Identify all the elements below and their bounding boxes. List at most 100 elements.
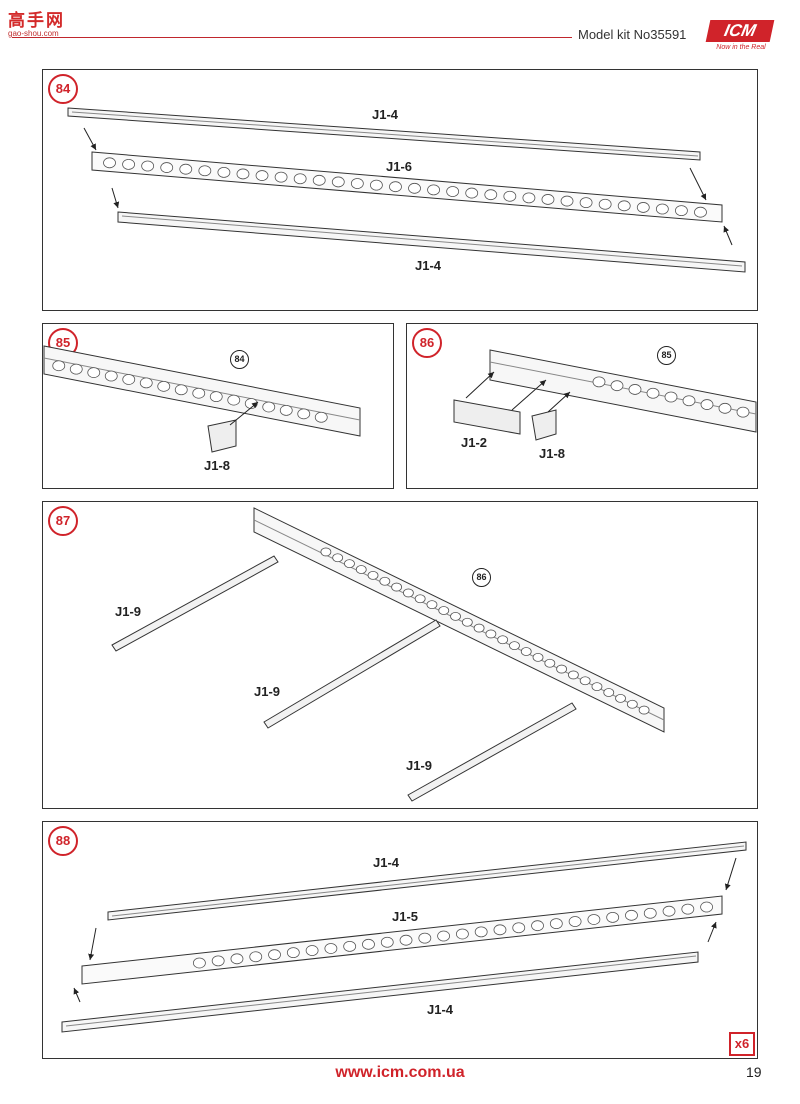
beam-hole [141,160,155,172]
beam-hole [362,938,375,950]
beam-hole [461,617,473,627]
beam-hole [367,570,379,580]
beam-hole [255,170,269,181]
beam-hole [104,370,118,382]
quantity-multiplier-badge: x6 [729,1032,755,1056]
beam-hole [305,945,319,956]
beam-hole [598,198,612,210]
part-j1-8-drawing [531,409,557,441]
part-label: J1-9 [406,758,433,773]
part-label: J1-4 [373,855,400,870]
rail-bottom-drawing [61,951,699,1033]
part-j1-8-drawing [207,419,237,453]
beam-hole [230,953,244,965]
beam-hole [122,158,135,170]
beam-hole [274,171,288,183]
beam-hole [350,178,364,189]
beam-hole [355,565,367,574]
perforated-beam-drawing [91,151,723,223]
beam-hole [192,387,206,399]
reference-step-84: 84 [230,350,249,369]
part-label: J1-5 [392,909,419,924]
beam-hole [320,547,332,557]
beam-hole [198,165,212,177]
rail-top-drawing [67,107,701,161]
header-rule [12,37,572,38]
beam-holes [52,360,328,423]
beam-hole [389,181,402,193]
beam-hole [297,408,311,420]
beam-hole [587,914,601,925]
beam-holes [592,376,750,418]
beam-hole [736,406,750,418]
beam-hole [391,582,403,592]
beam-hole [626,699,638,709]
part-label: J1-4 [427,1002,454,1017]
beam-hole [402,588,414,598]
beam-hole [473,623,485,633]
beam-hole [646,387,660,399]
footer-url[interactable]: www.icm.com.ua [335,1064,465,1081]
beam-hole [592,376,606,388]
beam-hole [700,399,714,410]
beam-hole [450,611,461,621]
site-watermark-logo: 高手网 gao-shou.com [8,11,65,38]
beam-hole [568,916,582,927]
beam-hole [427,184,440,196]
beam-hole [484,189,498,201]
beam-hole [87,367,101,378]
beam-hole [636,202,650,213]
beam-hole [682,395,696,407]
beam-hole [399,934,413,946]
beam-hole [209,391,223,403]
beam-hole [344,559,355,569]
beam-hole [485,629,497,639]
beam-hole [343,940,357,952]
beam-hole [560,195,574,207]
beam-hole [157,380,171,392]
beam-hole [52,360,66,372]
beam-hole [437,930,451,942]
rod-j1-9-drawing [111,555,577,802]
part-label: J1-4 [415,258,442,273]
beam-holes [192,901,714,969]
beam-hole [408,182,421,194]
beam-hole [531,920,544,932]
beam-hole [520,647,532,656]
beam-hole [694,206,707,218]
beam-hole [192,957,206,969]
step-86-beam-drawing [489,349,757,433]
beam-hole [312,174,326,186]
beam-hole [331,176,345,188]
beam-hole [512,922,526,934]
beam-hole [610,380,624,392]
beam-hole [591,682,603,692]
beam-hole [603,688,615,697]
beam-hole [474,926,488,938]
page-number: 19 [746,1064,762,1080]
rail-bottom-drawing [117,211,746,273]
part-label: J1-4 [372,107,399,122]
beam-hole [211,955,225,967]
beam-hole [139,377,153,389]
beam-hole [549,918,563,930]
step-86-badge: 86 [412,328,442,358]
beam-hole [286,947,300,959]
rail-top-drawing [107,841,747,921]
beam-hole [628,384,642,395]
beam-hole [579,197,593,209]
beam-hole [509,641,520,651]
beam-hole [103,157,116,169]
part-j1-2-drawing [453,399,521,435]
beam-hole [324,943,338,954]
beam-hole [675,205,688,217]
beam-hole [446,186,460,197]
beam-hole [497,635,509,645]
icm-logo: ICM Now in the Real [700,20,782,60]
beam-hole [379,576,391,586]
beam-hole [370,179,383,191]
beam-hole [380,936,394,948]
beam-hole [544,658,556,668]
beam-hole [414,594,426,604]
beam-hole [579,676,591,686]
